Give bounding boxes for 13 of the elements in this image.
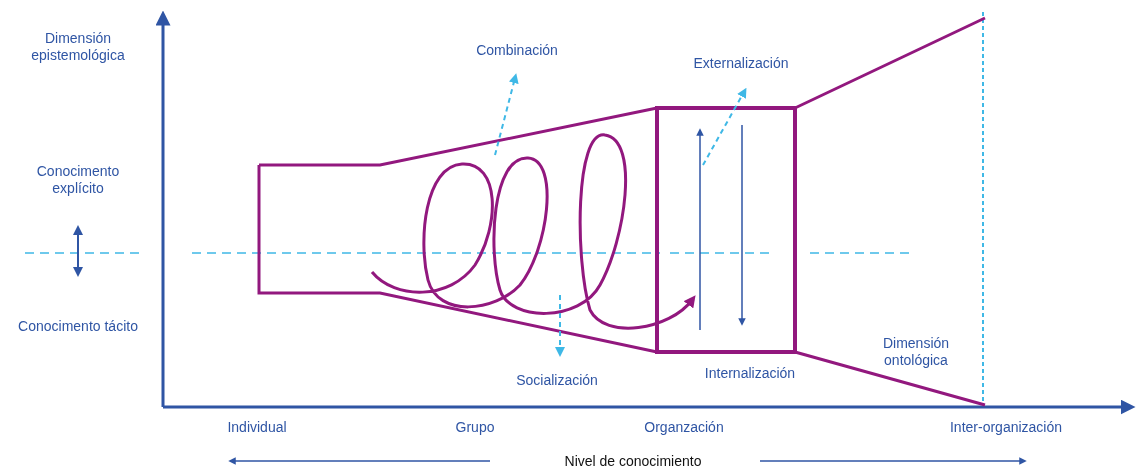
axis-label: Nivel de conocimiento: [564, 453, 702, 468]
axis-label: Individual: [227, 419, 287, 436]
axis-label: Grupo: [455, 419, 495, 436]
axis-label: Inter-organización: [949, 419, 1063, 436]
axis-label: Dimensión ontológica: [881, 335, 951, 369]
axis-label: Combinación: [476, 42, 558, 59]
axis-label: Conocimento tácito: [17, 318, 139, 335]
axis-label: Conocimento explícito: [35, 163, 121, 197]
axis-label: Internalización: [704, 365, 796, 382]
axis-label: Organzación: [644, 419, 724, 436]
axis-label: Socialización: [516, 372, 598, 389]
axis-label: Externalización: [693, 55, 789, 72]
axis-label: Dimensión epistemológica: [30, 30, 126, 64]
